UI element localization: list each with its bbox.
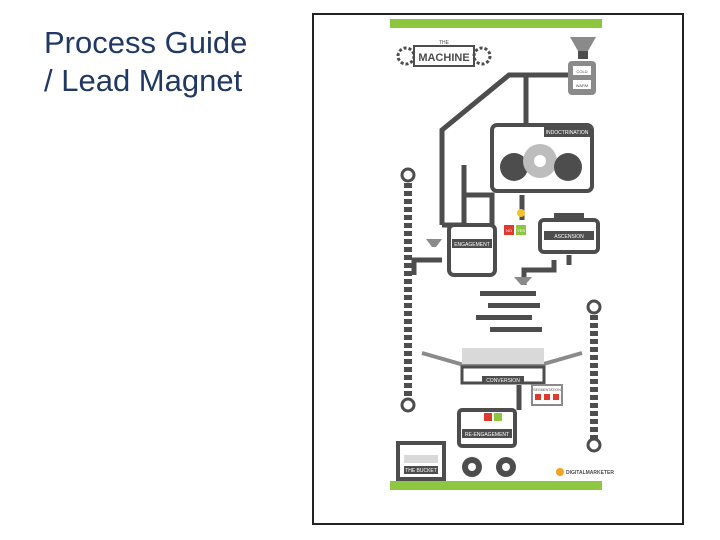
slide-title: Process Guide / Lead Magnet [44, 24, 314, 100]
re-engagement-box: RE-ENGAGEMENT [457, 408, 517, 448]
shelf-4 [490, 327, 542, 332]
header-title-text: MACHINE [418, 52, 469, 64]
right-top-sprocket-icon [586, 299, 602, 315]
left-top-sprocket-icon [400, 167, 416, 183]
machine-header-badge: THE MACHINE [396, 40, 492, 67]
slide-title-line-2: / Lead Magnet [44, 63, 243, 98]
bucket-label-bg [404, 466, 438, 474]
conversion-hopper: CONVERSION [421, 348, 583, 385]
re-yes-indicator [494, 413, 502, 421]
re-engagement-label-bg [462, 429, 512, 438]
segmentation-label: SEGMENTATION [533, 388, 561, 392]
engagement-label: ENGAGEMENT [454, 242, 490, 248]
top-funnel: COLD WARM [568, 37, 596, 95]
bottom-accent-band [390, 481, 602, 490]
segmentation-panel: SEGMENTATION [531, 384, 563, 406]
indoctrination-label: INDOCTRINATION [546, 130, 589, 136]
machine-wheels [462, 457, 516, 477]
hopper-rails [421, 351, 583, 367]
the-bucket: THE BUCKET [396, 441, 446, 481]
segment-box-2 [544, 394, 550, 400]
pipe-side-2 [464, 192, 495, 225]
wheel-right-hub [502, 463, 510, 471]
header-box [413, 45, 475, 67]
machine-diagram: THE MACHINE COLD WARM [390, 19, 614, 490]
left-gear-icon [396, 46, 416, 66]
decision-switch-top: NO YES [504, 209, 526, 235]
hopper-contents [462, 348, 544, 364]
engagement-frame [447, 223, 497, 277]
engagement-tank: ENGAGEMENT [426, 223, 497, 277]
gear-hub-icon [534, 155, 546, 167]
right-conveyor [586, 299, 602, 453]
shelf-2 [488, 303, 540, 308]
bucket-label: THE BUCKET [405, 468, 437, 474]
yes-indicator [516, 225, 526, 235]
top-accent-band [390, 19, 602, 28]
ascension-label-bg [544, 231, 594, 240]
pipe-to-tank [411, 257, 442, 275]
sorting-shelves [476, 277, 542, 332]
meter-label-2: WARM [576, 83, 589, 88]
engagement-funnel-icon [426, 239, 442, 247]
header-small-text: THE [439, 40, 450, 46]
pipe-to-sorter [521, 260, 557, 285]
pipe-main-down [439, 72, 568, 225]
brand-logo: DIGITALMARKETER [556, 468, 614, 476]
ascension-box: ASCENSION [538, 213, 600, 254]
re-engagement-label: RE-ENGAGEMENT [465, 432, 509, 438]
indoctrination-label-bg [544, 127, 590, 137]
wheel-left-hub [468, 463, 476, 471]
conversion-label-bg [482, 376, 524, 384]
conversion-label: CONVERSION [486, 378, 520, 384]
machine-poster-image: THE MACHINE COLD WARM [312, 13, 684, 525]
right-gear-icon [472, 46, 492, 66]
light-bulb-icon [517, 209, 525, 217]
no-text: NO [506, 228, 512, 233]
gear-icon-1 [500, 153, 528, 181]
gear-icon-3 [554, 153, 582, 181]
left-bottom-sprocket-icon [400, 397, 416, 413]
bucket-contents [404, 455, 438, 463]
brand-text: DIGITALMARKETER [566, 470, 614, 476]
top-funnel-icon [570, 37, 596, 51]
segment-box-3 [553, 394, 559, 400]
shelf-1 [480, 291, 536, 296]
brand-icon [556, 468, 564, 476]
ascension-handle [554, 213, 584, 220]
segment-box-1 [535, 394, 541, 400]
meter-label-1: COLD [576, 69, 587, 74]
engagement-label-bg [452, 239, 492, 248]
meter-window-2 [573, 80, 591, 89]
no-indicator [504, 225, 514, 235]
left-conveyor [400, 167, 416, 413]
re-no-indicator [484, 413, 492, 421]
meter-window-1 [573, 66, 591, 75]
right-bottom-sprocket-icon [586, 437, 602, 453]
slide-title-line-1: Process Guide [44, 25, 248, 60]
ascension-label: ASCENSION [554, 234, 584, 240]
indoctrination-box: INDOCTRINATION [490, 123, 594, 193]
top-funnel-spout [578, 51, 588, 59]
sorter-funnel-icon [514, 277, 532, 285]
shelf-3 [476, 315, 532, 320]
yes-text: YES [517, 228, 525, 233]
